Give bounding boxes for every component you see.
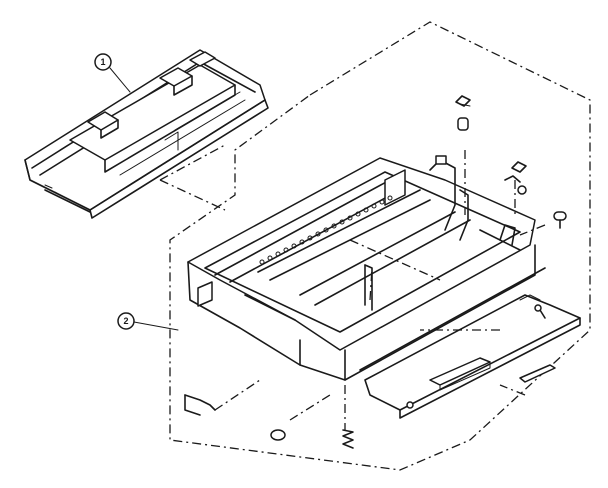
callout-2-label: 2 (123, 316, 128, 326)
leader-lines (214, 150, 546, 430)
loose-parts (184, 95, 567, 449)
perforation-row (259, 195, 393, 265)
callout-1: 1 (94, 53, 131, 93)
callout-1-label: 1 (100, 57, 105, 67)
phantom-boundary-outline (159, 21, 591, 471)
frame-chassis (187, 157, 581, 419)
upper-assembly (24, 49, 269, 219)
callout-2: 2 (117, 312, 179, 331)
